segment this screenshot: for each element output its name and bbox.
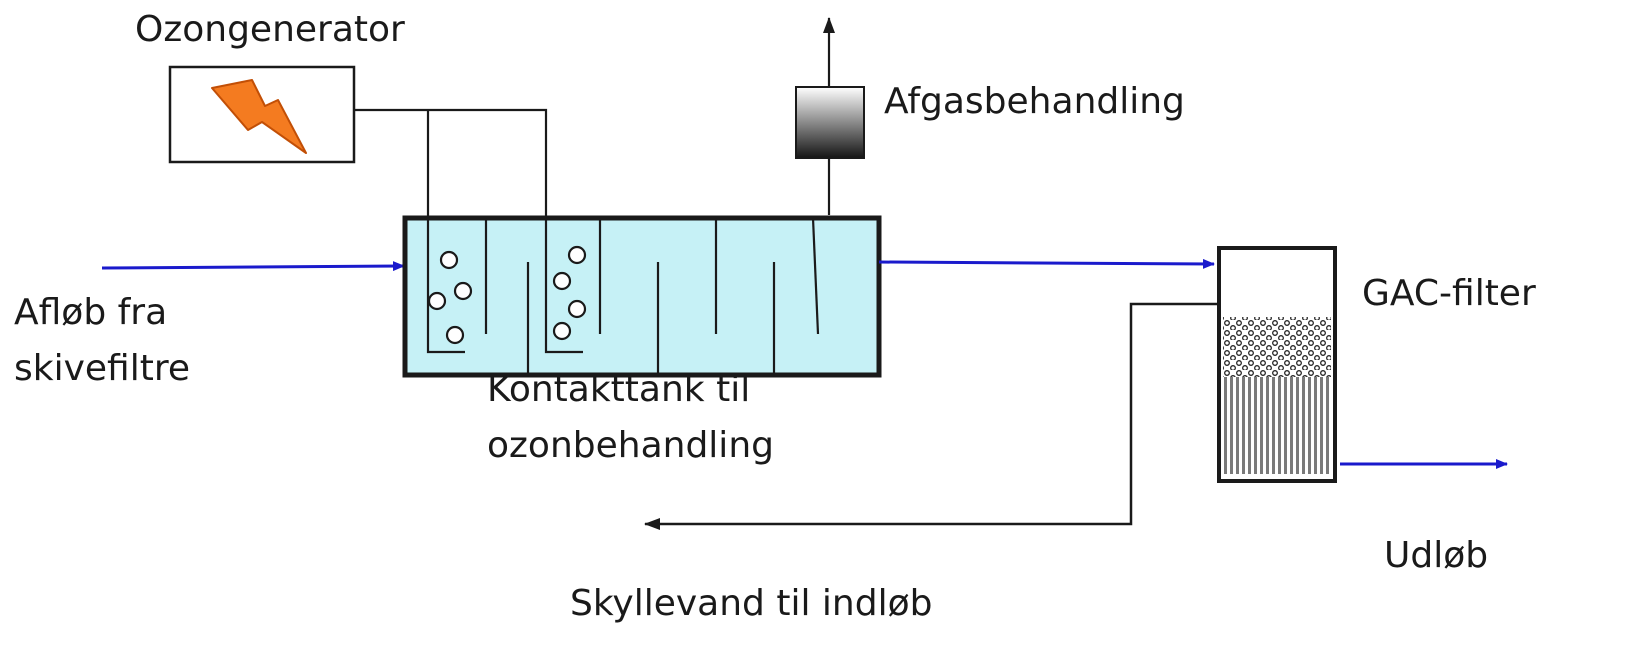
tank-baffles: [426, 217, 820, 375]
offgas-unit: [795, 17, 865, 215]
bubble: [427, 291, 447, 311]
contact-tank-body: [402, 215, 882, 378]
inlet-label-line1: Afløb fra: [14, 292, 168, 333]
gradient-box-icon: [795, 86, 865, 159]
bubble: [567, 299, 587, 319]
contact-tank: [402, 215, 882, 378]
gac-filter-label: GAC-filter: [1362, 273, 1536, 314]
bubble: [453, 281, 473, 301]
backwash-label: Skyllevand til indløb: [570, 583, 933, 624]
ozone-feed-pipes: [354, 108, 548, 218]
contact-tank-label: Kontakttank til ozonbehandling: [487, 362, 774, 474]
offgas-treatment-label: Afgasbehandling: [884, 81, 1185, 122]
backwash-line: [644, 302, 1219, 530]
inlet-label: Afløb fra skivefiltre: [14, 285, 190, 397]
inlet-flow-arrow: [101, 261, 405, 272]
ozone-generator: [168, 65, 356, 164]
bubble: [439, 250, 459, 270]
gac-filter: [1217, 246, 1337, 483]
bubble: [445, 325, 465, 345]
contact-tank-label-line1: Kontakttank til: [487, 369, 751, 410]
outlet-label: Udløb: [1384, 535, 1489, 576]
bubble: [552, 321, 572, 341]
bubble: [552, 271, 572, 291]
inlet-label-line2: skivefiltre: [14, 348, 191, 389]
gac-carbon-layer: [1223, 317, 1331, 377]
contact-tank-label-line2: ozonbehandling: [487, 425, 774, 466]
gac-support-layer: [1223, 377, 1331, 474]
bubble: [567, 245, 587, 265]
ozone-bubbles: [427, 245, 587, 345]
tank-to-filter-arrow: [878, 258, 1215, 269]
lightning-bolt-icon: [211, 79, 307, 154]
ozone-generator-label: Ozongenerator: [135, 9, 405, 50]
